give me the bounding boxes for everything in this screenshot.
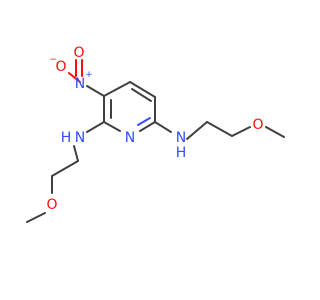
right-methoxyethylamine-chain — [154, 121, 285, 140]
atom-o-double: O — [73, 45, 84, 61]
bond-c3-nitro-n — [86, 85, 105, 97]
atom-amine-h-left: H — [61, 130, 72, 146]
charge-plus: + — [85, 70, 93, 80]
ring-bond-c4-c5 — [129, 81, 156, 98]
bond-chain-right-cc — [206, 121, 233, 137]
pyridine-ring — [103, 81, 156, 132]
bond-nh-left-c — [73, 145, 79, 162]
bond-chain-left-o-me — [26, 212, 46, 223]
left-methoxyethylamine-chain — [26, 121, 105, 223]
ring-bond-c6-n1-double — [137, 117, 151, 126]
bond-chain-right-o-me — [265, 126, 285, 138]
atom-o-minus: O — [55, 59, 66, 75]
ring-bond-c4-c5-double — [131, 88, 152, 102]
ring-bond-c3-c4 — [103, 81, 131, 97]
atom-amine-n-right: N — [176, 130, 186, 146]
atom-amine-h-right: H — [176, 145, 187, 161]
ring-bond-c6-n1 — [139, 121, 156, 132]
charge-minus: − — [49, 55, 57, 65]
atom-ether-o-left: O — [46, 197, 57, 213]
bond-c2-nh-left — [86, 121, 105, 133]
atom-ether-o-right: O — [252, 117, 263, 133]
atom-ring-n: N — [125, 130, 135, 146]
molecule-structure: O − N + O N H N N H O O — [26, 45, 285, 223]
bond-nitro-n-o-minus — [68, 72, 81, 83]
atom-nitro-n: N — [75, 76, 85, 92]
bond-chain-left-cc — [51, 160, 79, 177]
bond-chain-right-c-o — [231, 126, 251, 137]
atom-labels: O − N + O N H N N H O O — [46, 45, 263, 213]
bond-c6-nh-right — [154, 121, 172, 133]
ring-bond-n1-c2 — [103, 121, 121, 132]
nitro-group — [68, 59, 105, 97]
atom-amine-n-left: N — [75, 130, 85, 146]
bond-nh-right-c — [186, 121, 208, 140]
